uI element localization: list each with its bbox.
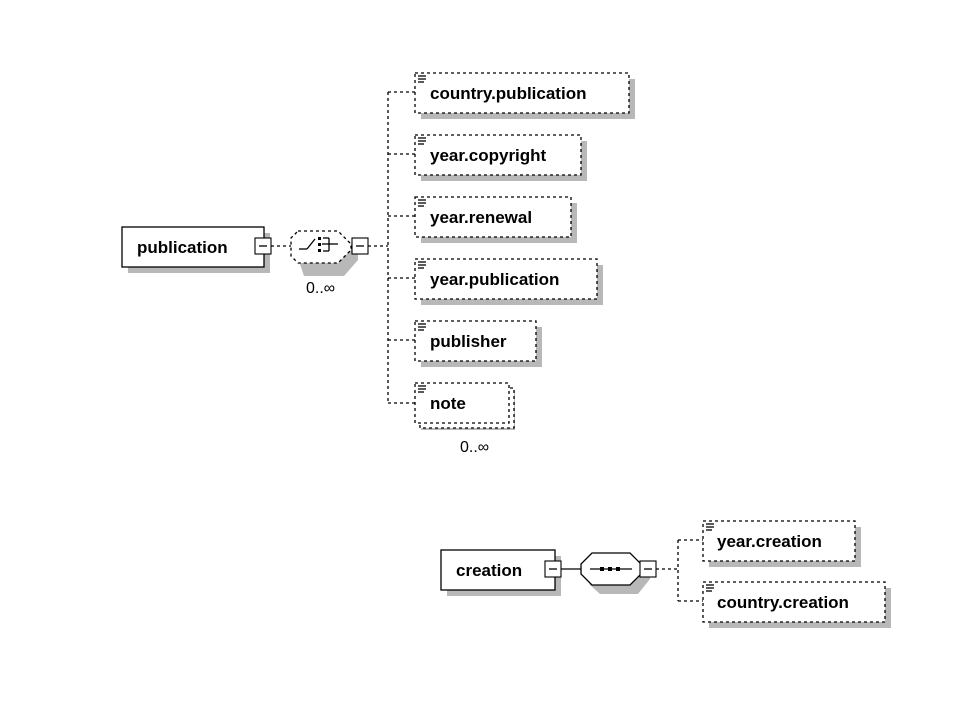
creation-label: creation: [456, 561, 522, 580]
creation-element[interactable]: creation: [440, 549, 561, 596]
text-content-icon: [418, 199, 426, 207]
publication-label: publication: [137, 238, 228, 257]
country-publication-element[interactable]: country.publication: [414, 72, 635, 119]
text-content-icon: [706, 584, 714, 592]
creation-collapse-toggle[interactable]: [544, 560, 562, 578]
publication-diagram: publication 0..∞: [121, 72, 635, 456]
country-creation-label: country.creation: [717, 593, 849, 612]
note-element[interactable]: note: [414, 382, 515, 430]
creation-diagram: creation: [440, 520, 891, 628]
year-creation-label: year.creation: [717, 532, 822, 551]
country-creation-element[interactable]: country.creation: [702, 581, 891, 628]
text-content-icon: [418, 75, 426, 83]
year-renewal-element[interactable]: year.renewal: [414, 196, 577, 243]
year-creation-element[interactable]: year.creation: [702, 520, 861, 567]
year-copyright-element[interactable]: year.copyright: [414, 134, 587, 181]
country-publication-label: country.publication: [430, 84, 586, 103]
year-publication-element[interactable]: year.publication: [414, 258, 603, 305]
year-copyright-label: year.copyright: [430, 146, 547, 165]
sequence-collapse-toggle[interactable]: [639, 560, 657, 578]
choice-compositor-icon: [290, 230, 358, 276]
choice-collapse-toggle[interactable]: [351, 237, 369, 255]
note-occurrence-label: 0..∞: [460, 439, 489, 456]
sequence-compositor-icon: [580, 552, 650, 594]
text-content-icon: [418, 137, 426, 145]
publication-element[interactable]: publication: [121, 226, 270, 273]
publisher-label: publisher: [430, 332, 507, 351]
year-publication-label: year.publication: [430, 270, 559, 289]
text-content-icon: [418, 323, 426, 331]
text-content-icon: [706, 523, 714, 531]
note-label: note: [430, 394, 466, 413]
text-content-icon: [418, 385, 426, 393]
publication-collapse-toggle[interactable]: [254, 237, 272, 255]
year-renewal-label: year.renewal: [430, 208, 532, 227]
choice-occurrence-label: 0..∞: [306, 280, 335, 297]
text-content-icon: [418, 261, 426, 269]
publisher-element[interactable]: publisher: [414, 320, 542, 367]
